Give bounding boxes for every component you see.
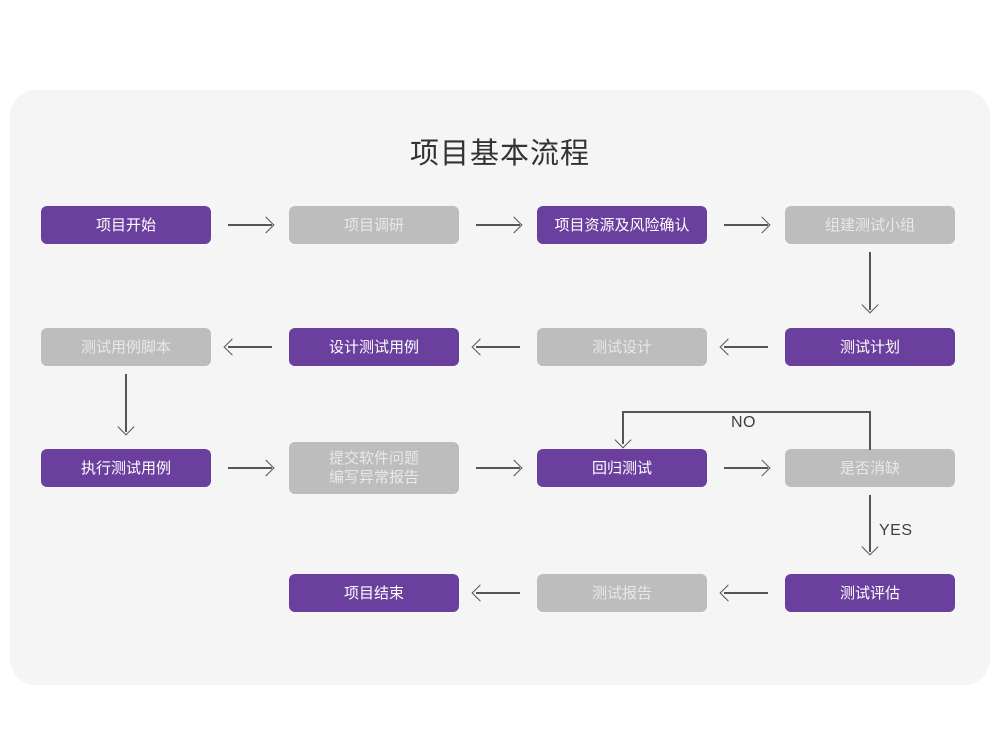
edge-line <box>476 346 520 348</box>
node-label: 回归测试 <box>591 459 652 477</box>
node-label: 测试计划 <box>839 338 900 356</box>
node-label: 提交软件问题 编写异常报告 <box>328 450 419 486</box>
node-defect-resolved-decision[interactable]: 是否消缺 <box>785 449 955 487</box>
node-test-design[interactable]: 测试设计 <box>537 328 707 366</box>
edge-line <box>228 224 272 226</box>
node-test-report[interactable]: 测试报告 <box>537 574 707 612</box>
edge-label-yes: YES <box>879 522 913 539</box>
node-resource-risk-confirm[interactable]: 项目资源及风险确认 <box>537 206 707 244</box>
node-execute-test-case[interactable]: 执行测试用例 <box>41 449 211 487</box>
node-label: 测试设计 <box>591 338 652 356</box>
edge-line <box>724 224 768 226</box>
node-test-case-script[interactable]: 测试用例脚本 <box>41 328 211 366</box>
node-label: 测试用例脚本 <box>80 338 171 356</box>
node-label: 项目资源及风险确认 <box>554 216 690 234</box>
node-label: 执行测试用例 <box>80 459 171 477</box>
edge-line-no-right-segment <box>869 411 871 450</box>
node-submit-defect-report[interactable]: 提交软件问题 编写异常报告 <box>289 442 459 494</box>
node-test-plan[interactable]: 测试计划 <box>785 328 955 366</box>
edge-line-no-top-segment <box>622 411 871 413</box>
node-project-start[interactable]: 项目开始 <box>41 206 211 244</box>
edge-line-no-left-segment <box>622 411 624 444</box>
page-title: 项目基本流程 <box>409 138 590 170</box>
edge-line-yes <box>869 495 871 552</box>
edge-line <box>724 346 768 348</box>
node-label: 测试评估 <box>839 584 900 602</box>
node-label: 是否消缺 <box>839 459 900 477</box>
edge-line <box>476 592 520 594</box>
edge-line <box>724 592 768 594</box>
edge-label-no: NO <box>731 414 756 431</box>
node-project-end[interactable]: 项目结束 <box>289 574 459 612</box>
node-design-test-case[interactable]: 设计测试用例 <box>289 328 459 366</box>
node-regression-test[interactable]: 回归测试 <box>537 449 707 487</box>
node-label: 项目调研 <box>343 216 404 234</box>
edge-line <box>476 224 520 226</box>
node-project-research[interactable]: 项目调研 <box>289 206 459 244</box>
edge-line <box>228 346 272 348</box>
node-label: 项目开始 <box>95 216 156 234</box>
node-test-evaluation[interactable]: 测试评估 <box>785 574 955 612</box>
edge-line <box>228 467 272 469</box>
node-label: 设计测试用例 <box>328 338 419 356</box>
node-form-test-team[interactable]: 组建测试小组 <box>785 206 955 244</box>
edge-line <box>869 252 871 310</box>
node-label: 项目结束 <box>343 584 404 602</box>
node-label: 组建测试小组 <box>824 216 915 234</box>
edge-line <box>724 467 768 469</box>
node-label: 测试报告 <box>591 584 652 602</box>
edge-line <box>476 467 520 469</box>
edge-line <box>125 374 127 432</box>
